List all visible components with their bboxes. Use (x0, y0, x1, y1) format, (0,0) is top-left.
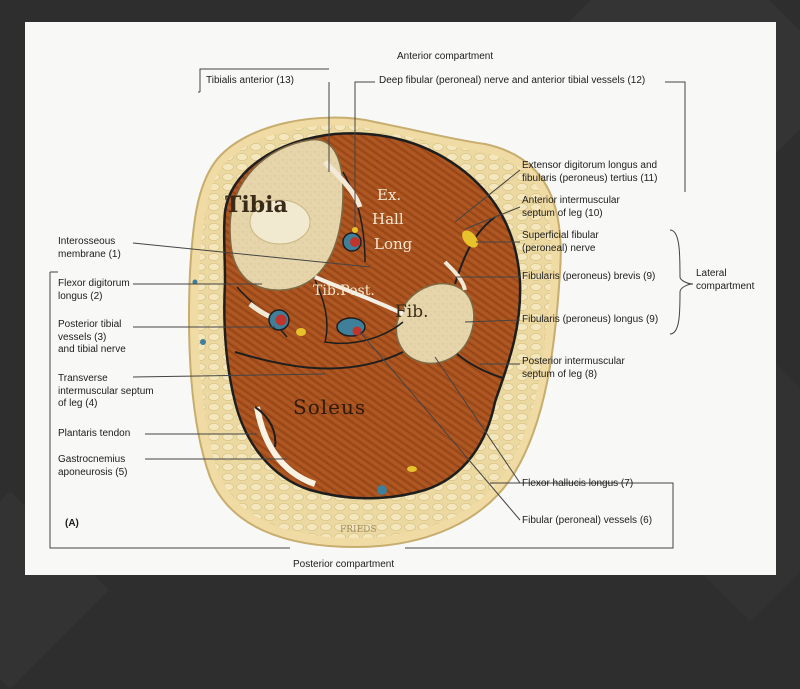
soleus-label: Soleus (293, 395, 366, 419)
anterior-tibial-artery (350, 237, 360, 247)
slide: FRIEDS Tibia Fib. Ex. Hall Long Tib.Post… (25, 22, 776, 575)
posterior-compartment-title: Posterior compartment (293, 559, 395, 570)
ext-hall-long-label-2: Hall (372, 210, 404, 228)
plantaris-tendon-shape (254, 406, 277, 448)
sural-nerve (407, 466, 417, 472)
leg-cross-section-diagram: FRIEDS Tibia Fib. Ex. Hall Long Tib.Post… (49, 68, 694, 549)
tibia-label: Tibia (225, 192, 288, 218)
label-deep-fibular-nerve: Deep fibular (peroneal) nerve and anteri… (379, 75, 646, 86)
label-fibular-vessels: Fibular (peroneal) vessels (6) (522, 515, 653, 526)
subcutaneous-vein (200, 339, 206, 345)
label-fibularis-brevis: Fibularis (peroneus) brevis (9) (522, 271, 656, 282)
ext-hall-long-label-1: Ex. (377, 186, 401, 204)
label-superficial-fibular-nerve: Superficial fibular(peroneal) nerve (522, 230, 599, 254)
fibular-artery (352, 326, 362, 336)
tendon-streak (443, 260, 467, 291)
anterior-compartment-title: Anterior compartment (397, 51, 494, 62)
panel-label: (A) (65, 518, 79, 529)
small-saphenous-vein (377, 485, 387, 495)
tib-post-outline (314, 279, 404, 345)
ext-hall-long-label-3: Long (374, 235, 413, 253)
superficial-fibular-nerve (462, 230, 478, 248)
gastrocnemius-aponeurosis (254, 406, 317, 487)
label-fibularis-longus: Fibularis (peroneus) longus (9) (522, 314, 659, 325)
label-tibialis-anterior: Tibialis anterior (13) (206, 75, 294, 86)
label-flexor-hallucis-longus: Flexor hallucis longus (7) (522, 478, 634, 489)
tibial-nerve (296, 328, 306, 336)
label-plantaris-tendon: Plantaris tendon (58, 428, 131, 439)
fibula-label: Fib. (395, 302, 429, 322)
posterior-tibial-artery (275, 314, 287, 326)
tibia-marrow (249, 199, 311, 245)
subcutaneous-vein (192, 279, 198, 285)
leader-lines (49, 68, 694, 549)
deep-fibular-nerve (352, 227, 358, 233)
posterior-septum-line (456, 353, 504, 379)
ext-hall-septum (342, 171, 366, 263)
transverse-septum-line (234, 351, 404, 370)
interosseous-membrane-line (314, 275, 404, 316)
illustrator-signature: FRIEDS (340, 525, 377, 535)
tib-post-label: Tib.Post. (313, 283, 375, 299)
